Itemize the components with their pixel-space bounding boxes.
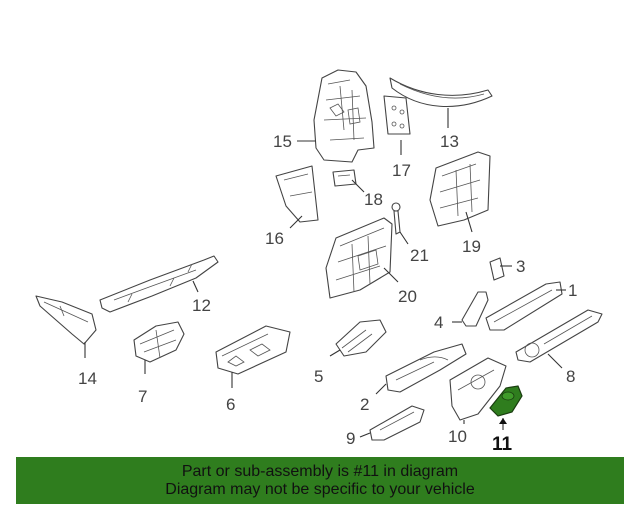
part-4-small-bracket xyxy=(461,291,489,327)
callout-15: 15 xyxy=(273,132,292,151)
part-21-pin xyxy=(391,202,401,235)
callout-9: 9 xyxy=(346,429,355,448)
callout-5: 5 xyxy=(314,367,323,386)
part-3-clip xyxy=(489,257,505,281)
callout-3: 3 xyxy=(516,257,525,276)
callout-1: 1 xyxy=(568,281,577,300)
part-20-console-side xyxy=(325,217,393,299)
callout-18: 18 xyxy=(364,190,383,209)
callout-17: 17 xyxy=(392,161,411,180)
callout-6: 6 xyxy=(226,395,235,414)
banner-line-2: Diagram may not be specific to your vehi… xyxy=(165,480,475,498)
callout-11: 11 xyxy=(492,434,513,455)
info-banner: Part or sub-assembly is #11 in diagram D… xyxy=(16,457,624,504)
part-19-side-bracket xyxy=(429,151,491,227)
callout-13: 13 xyxy=(440,132,459,151)
part-10-housing xyxy=(449,357,507,421)
part-15-console-frame xyxy=(313,69,375,163)
part-2-lower-panel xyxy=(385,343,467,393)
callout-12: 12 xyxy=(192,296,211,315)
part-18-clip xyxy=(332,169,357,187)
callout-16: 16 xyxy=(265,229,284,248)
callout-7: 7 xyxy=(138,387,147,406)
callout-14: 14 xyxy=(78,369,97,388)
banner-line-1: Part or sub-assembly is #11 in diagram xyxy=(181,462,459,480)
part-17-bracket xyxy=(383,95,411,135)
callout-2: 2 xyxy=(360,395,369,414)
part-7-bracket-assembly xyxy=(133,321,185,363)
callout-21: 21 xyxy=(410,246,429,265)
callout-19: 19 xyxy=(462,237,481,256)
part-8-dash-trim xyxy=(515,309,603,363)
callout-4: 4 xyxy=(434,313,443,332)
parts-diagram: 15 17 13 18 16 19 21 xyxy=(35,69,603,455)
part-5-duct xyxy=(335,319,387,357)
part-14-bracket xyxy=(35,295,97,345)
part-11-highlighted[interactable] xyxy=(489,385,523,417)
callout-8: 8 xyxy=(566,367,575,386)
part-12-dash-panel xyxy=(99,255,219,313)
callout-10: 10 xyxy=(448,427,467,446)
callout-20: 20 xyxy=(398,287,417,306)
part-16-side-panel xyxy=(275,165,319,223)
part-6-control-module xyxy=(215,325,291,375)
part-9-cover xyxy=(369,405,425,441)
part-1-trim-panel xyxy=(485,281,563,331)
part-13-trim-strip xyxy=(389,77,493,108)
